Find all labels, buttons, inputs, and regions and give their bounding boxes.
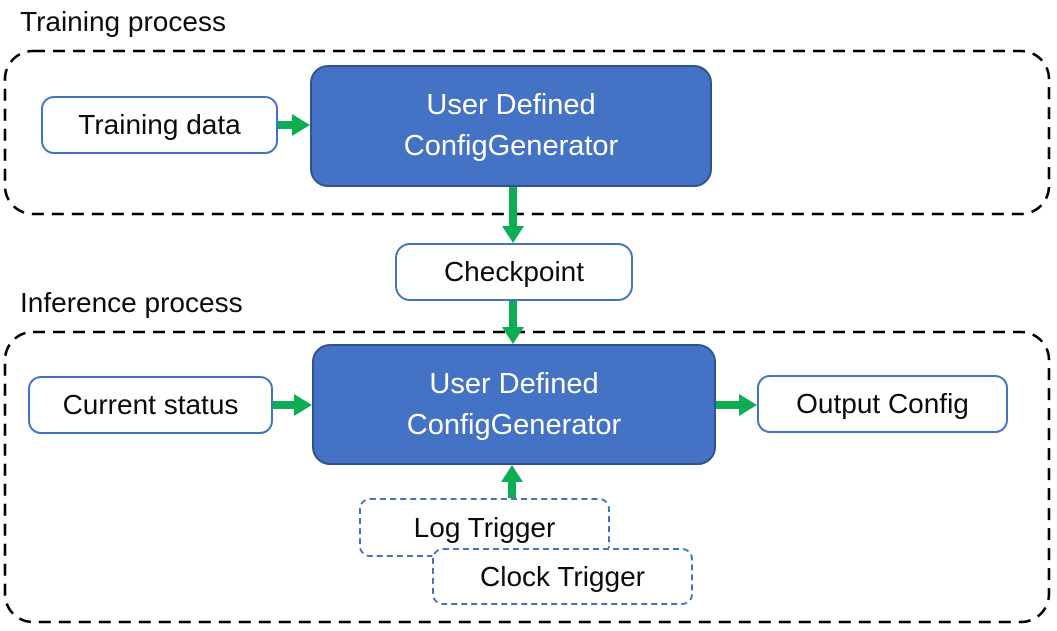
training-data-box: Training data — [41, 96, 278, 154]
clock-trigger-box: Clock Trigger — [432, 548, 693, 605]
training-process-label: Training process — [20, 6, 226, 37]
training-generator-line1: User Defined — [426, 89, 596, 121]
arrow-checkpoint-to-generator — [502, 301, 524, 344]
current-status-box: Current status — [28, 376, 273, 434]
output-config-box: Output Config — [757, 375, 1008, 433]
arrow-generator-to-checkpoint — [502, 187, 524, 243]
arrow-generator-to-output-config — [716, 394, 757, 416]
inference-generator-box: User Defined ConfigGenerator — [312, 344, 716, 465]
training-generator-line2: ConfigGenerator — [403, 130, 619, 162]
checkpoint-box: Checkpoint — [395, 243, 633, 301]
arrow-training-data-to-generator — [278, 114, 310, 136]
inference-generator-line1: User Defined — [429, 367, 599, 400]
inference-generator-line2: ConfigGenerator — [406, 408, 622, 441]
arrow-current-status-to-generator — [273, 394, 312, 416]
inference-process-label: Inference process — [20, 287, 243, 318]
arrow-log-trigger-to-generator — [501, 465, 523, 498]
training-generator-box: User Defined ConfigGenerator — [310, 65, 712, 187]
